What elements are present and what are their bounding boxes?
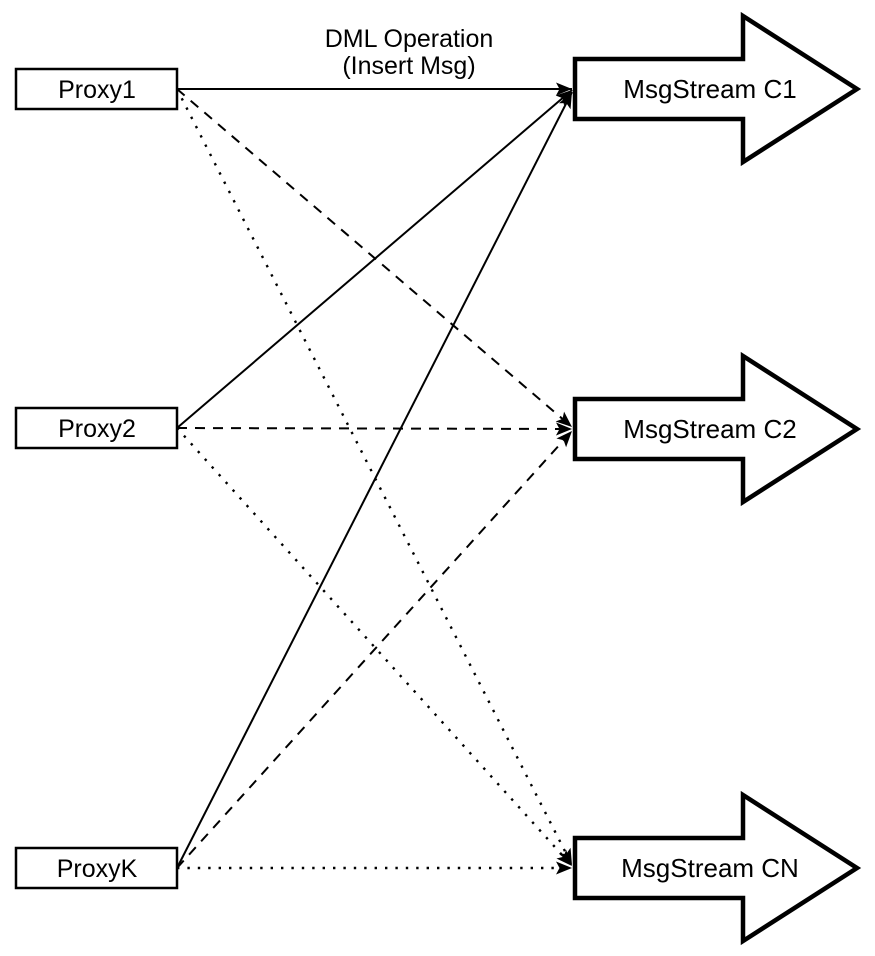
msgstream-cn-label: MsgStream CN	[621, 853, 799, 883]
proxy2-label: Proxy2	[58, 415, 136, 443]
connections-group	[175, 82, 574, 875]
connection-proxyk-to-msgstream-c2	[176, 430, 573, 869]
msgstream-c2-label: MsgStream C2	[623, 414, 796, 444]
dml-operation-label-line2: (Insert Msg)	[342, 52, 475, 80]
connection-proxy2-to-msgstream-c2	[176, 422, 573, 436]
connection-proxyk-to-msgstream-c1	[176, 91, 573, 869]
proxy-group: Proxy1 Proxy2 ProxyK	[14, 67, 179, 890]
msgstream-c1-label: MsgStream C1	[623, 74, 796, 104]
proxy2-box	[14, 406, 179, 450]
msgstream-c1-arrow-shape	[572, 11, 862, 167]
proxy1-box	[14, 67, 179, 111]
dml-operation-label-line1: DML Operation	[325, 25, 494, 53]
connection-proxy2-to-msgstream-cn	[176, 427, 573, 867]
dml-operation-annotation: DML Operation (Insert Msg)	[325, 25, 494, 80]
msgstream-cn-arrow-shape	[572, 790, 862, 946]
proxyk-label: ProxyK	[57, 855, 138, 883]
proxy1-label: Proxy1	[58, 76, 136, 104]
connection-proxy1-to-msgstream-cn	[175, 88, 574, 866]
msgstream-group: MsgStream C1 MsgStream C2 MsgStream CN	[572, 11, 862, 946]
connection-proxy1-to-msgstream-c2	[176, 88, 573, 428]
proxyk-box	[14, 846, 179, 890]
msgstream-c2-arrow-shape	[572, 351, 862, 507]
